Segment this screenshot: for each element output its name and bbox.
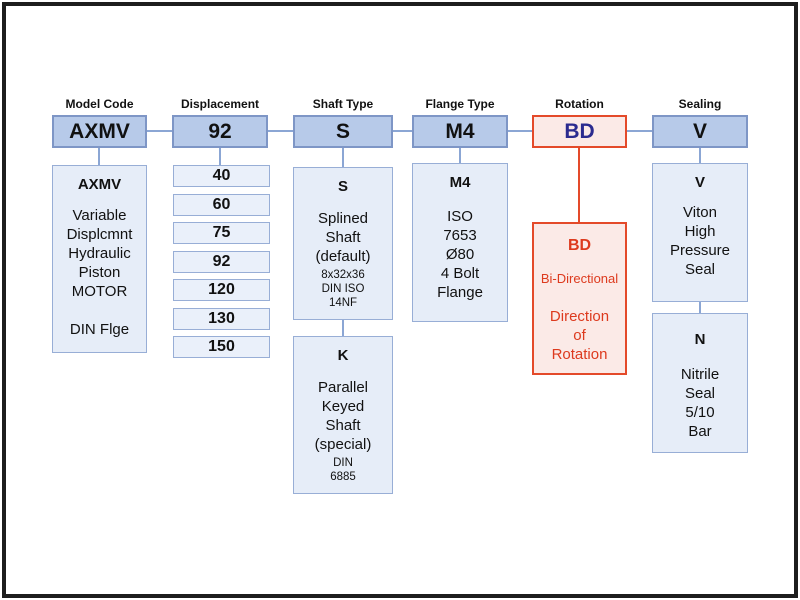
column-label-rotation: Rotation — [555, 97, 604, 111]
detail-subtitle-rotation: Bi-Directional — [540, 271, 619, 286]
column-label-displacement: Displacement — [180, 97, 260, 111]
connector-line — [219, 148, 221, 165]
code-box-flange-type: M4 — [412, 115, 508, 148]
detail-body-shaft-k: Parallel Keyed Shaft (special) — [314, 379, 372, 453]
code-displacement: 92 — [208, 119, 232, 143]
option-box-60: 60 — [173, 193, 270, 216]
displacement-options: 40 60 75 92 120 130 150 — [173, 165, 270, 358]
detail-body-seal-n: Nitrile Seal 5/10 Bar — [680, 366, 720, 440]
column-label-shaft-type: Shaft Type — [312, 97, 374, 111]
code-sealing: V — [692, 119, 707, 143]
connector-line — [268, 130, 293, 132]
detail-box-model-code: AXMV Variable Displcmnt Hydraulic Piston… — [52, 165, 147, 353]
detail-body-rotation: Direction of Rotation — [549, 308, 610, 363]
connector-line — [459, 148, 461, 163]
detail-header-flange: M4 — [449, 174, 471, 191]
detail-body-model-code: Variable Displcmnt Hydraulic Piston MOTO… — [66, 207, 133, 338]
detail-header-rotation: BD — [567, 237, 592, 254]
detail-note-shaft-k: DIN 6885 — [330, 457, 356, 483]
column-label-sealing: Sealing — [678, 97, 722, 111]
code-model-code: AXMV — [69, 119, 130, 143]
detail-header-shaft-s: S — [337, 178, 348, 195]
connector-line — [627, 130, 652, 132]
detail-body-seal-v: Viton High Pressure Seal — [669, 204, 731, 278]
connector-line — [508, 130, 532, 132]
option-box-40: 40 — [173, 165, 270, 187]
detail-box-shaft-keyed: K Parallel Keyed Shaft (special) DIN 688… — [293, 336, 393, 494]
connector-line — [393, 130, 412, 132]
connector-line — [699, 302, 701, 313]
column-label-model-code: Model Code — [65, 97, 134, 111]
detail-note-shaft-s: 8x32x36 DIN ISO 14NF — [321, 269, 365, 309]
connector-line-rotation — [578, 148, 580, 222]
detail-box-flange: M4 ISO 7653 Ø80 4 Bolt Flange — [412, 163, 508, 322]
code-box-model-code: AXMV — [52, 115, 147, 148]
detail-box-seal-viton: V Viton High Pressure Seal — [652, 163, 748, 302]
code-shaft-type: S — [335, 119, 350, 143]
detail-box-seal-nitrile: N Nitrile Seal 5/10 Bar — [652, 313, 748, 453]
code-rotation: BD — [564, 119, 595, 143]
connector-line — [147, 130, 172, 132]
code-box-displacement: 92 — [172, 115, 268, 148]
detail-header-seal-v: V — [694, 174, 705, 191]
connector-line — [342, 148, 344, 167]
detail-box-shaft-splined: S Splined Shaft (default) 8x32x36 DIN IS… — [293, 167, 393, 320]
detail-header-model-code: AXMV — [77, 176, 122, 193]
code-box-sealing: V — [652, 115, 748, 148]
option-box-130: 130 — [173, 307, 270, 330]
code-box-shaft-type: S — [293, 115, 393, 148]
detail-body-flange: ISO 7653 Ø80 4 Bolt Flange — [437, 208, 483, 301]
detail-box-rotation: BD Bi-Directional Direction of Rotation — [532, 222, 627, 375]
option-box-120: 120 — [173, 279, 270, 301]
column-label-flange-type: Flange Type — [425, 97, 495, 111]
option-box-92: 92 — [173, 250, 270, 273]
connector-line — [342, 320, 344, 336]
option-box-75: 75 — [173, 222, 270, 244]
connector-line — [699, 148, 701, 163]
detail-header-shaft-k: K — [337, 347, 349, 364]
connector-line — [98, 148, 100, 165]
detail-header-seal-n: N — [694, 331, 706, 348]
detail-body-shaft-s: Splined Shaft (default) — [315, 210, 371, 265]
code-box-rotation: BD — [532, 115, 627, 148]
code-flange-type: M4 — [445, 119, 475, 143]
option-box-150: 150 — [173, 336, 270, 358]
